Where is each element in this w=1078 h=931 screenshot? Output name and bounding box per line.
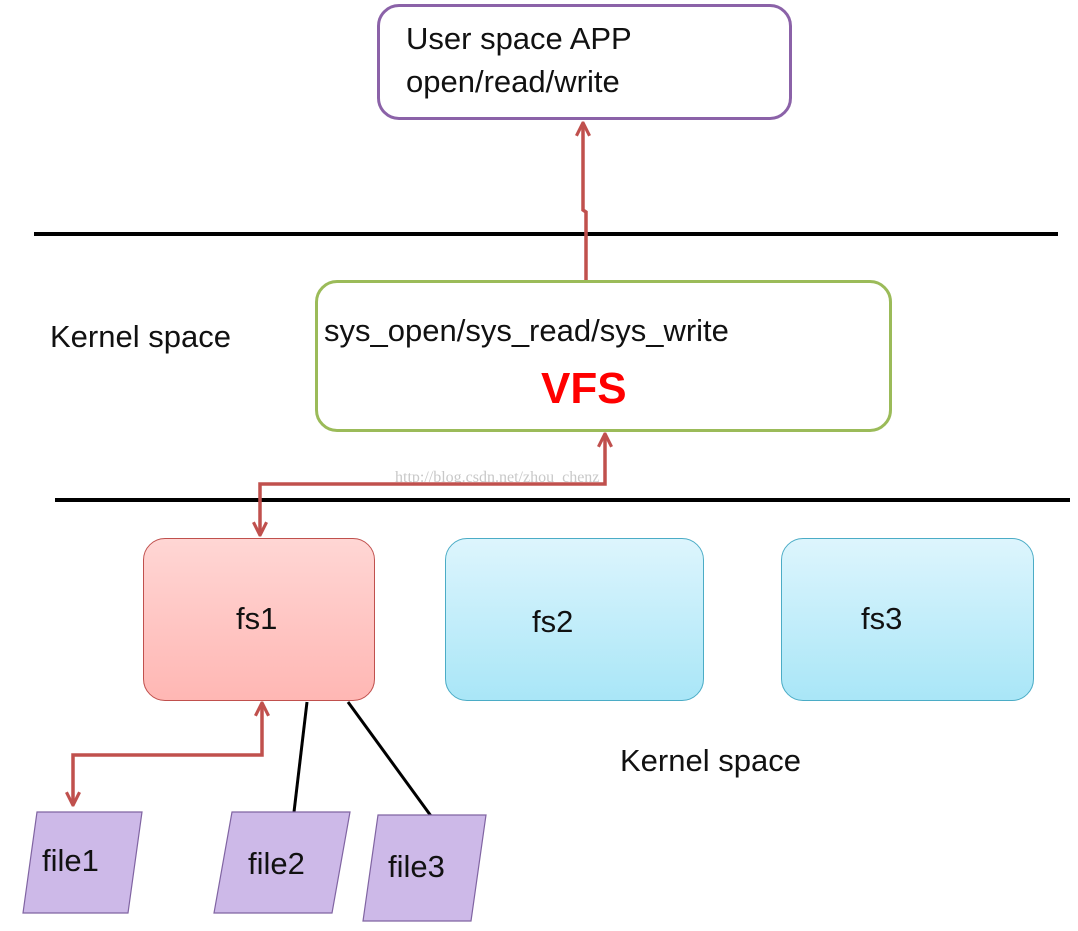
kernel-space-label-bottom: Kernel space [620, 743, 801, 778]
fs2-label: fs2 [532, 604, 574, 639]
file2-label: file2 [248, 846, 305, 881]
vfs-fs1-arrow [260, 435, 605, 534]
vfs-box [315, 280, 892, 432]
user-app-title: User space APP [406, 21, 632, 56]
fs2-box [445, 538, 704, 701]
user-app-calls: open/read/write [406, 64, 620, 99]
fs3-box [781, 538, 1034, 701]
vfs-title: VFS [541, 364, 627, 413]
app-vfs-arrow [583, 124, 586, 296]
fs1-label: fs1 [236, 601, 278, 636]
file1-shape [22, 811, 143, 914]
file3-label: file3 [388, 849, 445, 884]
vfs-syscalls: sys_open/sys_read/sys_write [324, 313, 729, 348]
fs1-box [143, 538, 375, 701]
user-space-app-box [377, 4, 792, 120]
fs3-label: fs3 [861, 601, 903, 636]
file1-label: file1 [42, 843, 99, 878]
fs1-file1-arrow [73, 704, 262, 804]
fs1-file2-connector [292, 701, 309, 813]
file2-shape [213, 811, 351, 914]
file3-shape [362, 814, 487, 922]
kernel-space-label-left: Kernel space [50, 319, 231, 354]
fs1-file3-connector [346, 701, 433, 817]
